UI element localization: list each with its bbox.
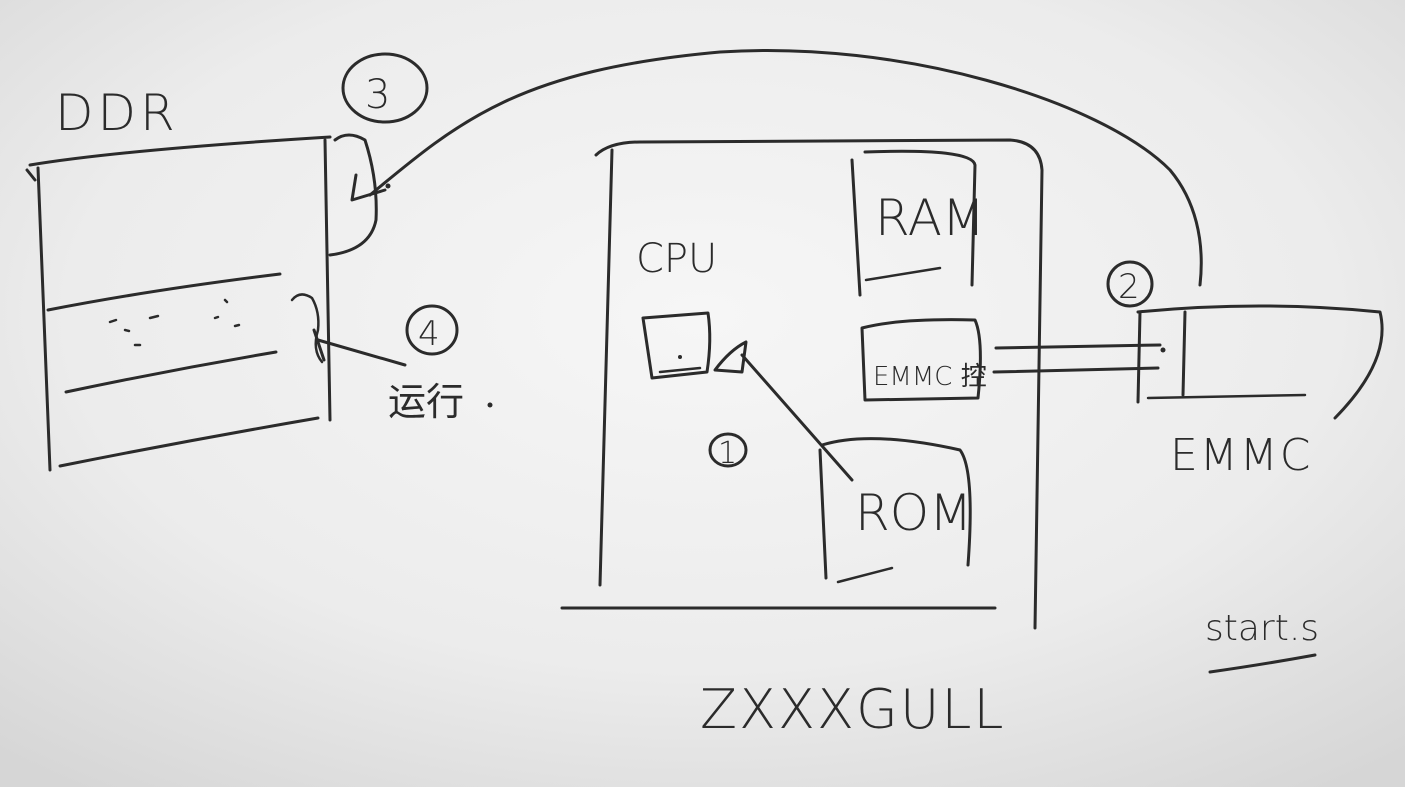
ddr-block: DDR (25, 84, 332, 472)
emmc-bus (992, 343, 1162, 374)
start-s-label: start.s (1205, 608, 1319, 649)
step-4-text: 运行 (388, 380, 464, 424)
emmc-device: 2 EMMC (1106, 260, 1384, 481)
soc-chip: CPU 1 RAM EMMC 控 ROM ZXXXGULL (560, 138, 1044, 741)
step-3-marker: 3 (341, 52, 429, 124)
step-4-marker: 4 运行 (312, 304, 493, 424)
step-3-label: 3 (365, 72, 390, 118)
step-2-label: 2 (1118, 267, 1140, 307)
emmc-to-ddr-arrow (368, 48, 1203, 287)
ddr-label: DDR (55, 84, 179, 142)
step-4-label: 4 (418, 314, 440, 354)
rom-label: ROM (855, 484, 972, 542)
emmc-controller-label: EMMC 控 (873, 362, 987, 392)
start-s-note: start.s (1205, 608, 1319, 674)
step-1-label: 1 (718, 436, 737, 471)
emmc-label: EMMC (1170, 430, 1312, 481)
ram-label: RAM (875, 189, 985, 247)
chip-label: ZXXXGULL (700, 678, 1006, 741)
cpu-label: CPU (636, 236, 717, 282)
